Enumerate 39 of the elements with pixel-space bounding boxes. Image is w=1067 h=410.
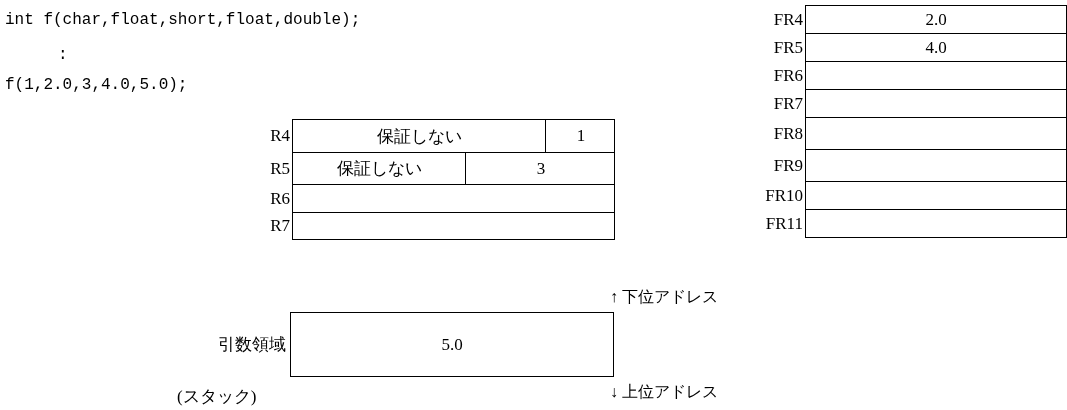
register-box <box>805 5 1067 34</box>
register-row <box>292 119 615 153</box>
register-row <box>805 61 1067 90</box>
register-row <box>805 181 1067 210</box>
address-note: ↑ 下位アドレス <box>610 289 718 305</box>
register-name: FR7 <box>773 94 803 112</box>
register-name: FR8 <box>773 124 803 142</box>
area-note: (スタック) <box>177 388 257 405</box>
register-name: FR11 <box>765 214 803 232</box>
register-name: FR9 <box>773 156 803 174</box>
register-name: R5 <box>270 159 290 177</box>
register-box <box>290 312 614 377</box>
register-name: R4 <box>270 127 290 144</box>
register-name: FR6 <box>773 66 803 84</box>
register-name: R6 <box>270 189 290 207</box>
cell-value: 保証しない <box>336 158 422 180</box>
cell-value: 1 <box>576 126 586 146</box>
address-note: ↓ 上位アドレス <box>610 384 718 400</box>
code-line: f(1,2.0,3,4.0,5.0); <box>5 77 188 93</box>
cell-value: 3 <box>536 158 546 179</box>
cell-value: 5.0 <box>441 334 463 355</box>
register-row <box>805 89 1067 118</box>
register-row <box>292 212 615 240</box>
register-box <box>805 33 1067 62</box>
register-row <box>805 209 1067 238</box>
register-row <box>292 184 615 213</box>
register-row <box>292 152 615 185</box>
cell-value: 保証しない <box>376 125 462 148</box>
cell-value: 4.0 <box>925 37 947 58</box>
code-line: : <box>58 47 68 63</box>
register-name: FR10 <box>765 186 803 204</box>
register-name: R7 <box>270 217 290 234</box>
area-name: 引数領域 <box>218 336 286 353</box>
code-line: int f(char,float,short,float,double); <box>5 12 361 28</box>
register-name: FR5 <box>773 38 803 56</box>
register-row <box>805 117 1067 150</box>
register-row <box>805 149 1067 182</box>
cell-value: 2.0 <box>925 9 947 30</box>
register-name: FR4 <box>773 10 803 28</box>
